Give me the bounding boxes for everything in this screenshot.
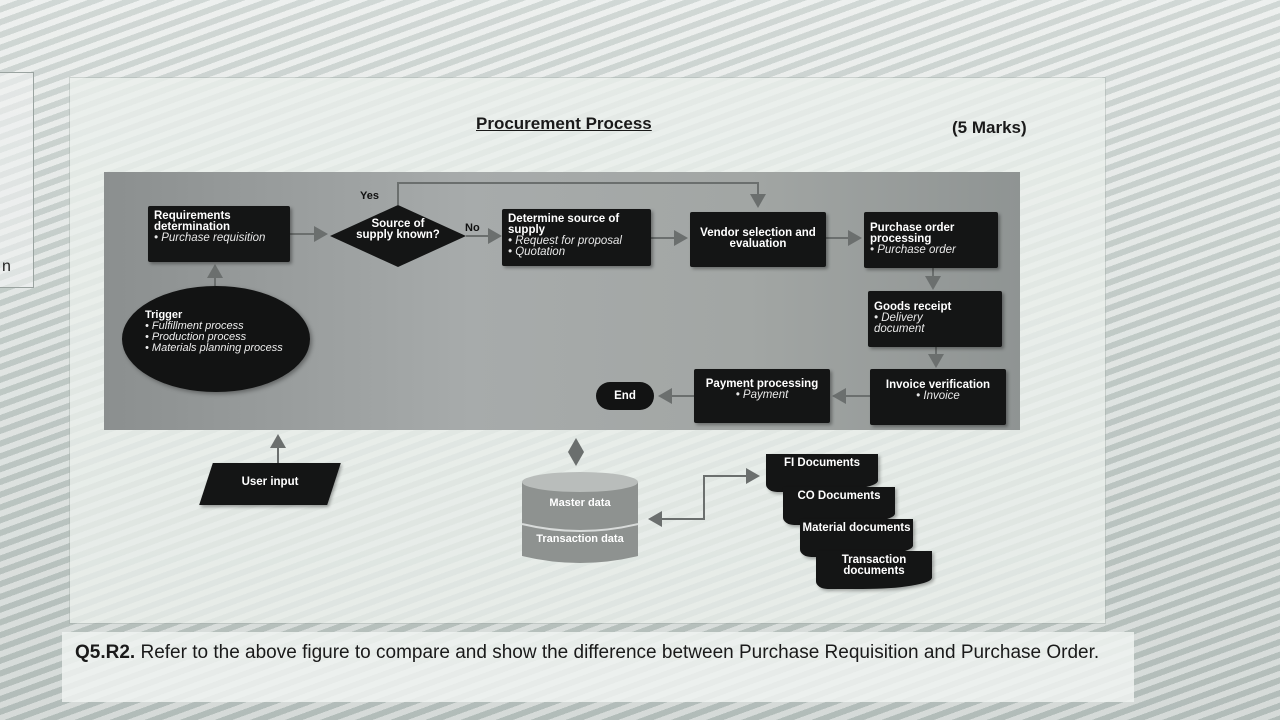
yes-label: Yes — [360, 190, 379, 202]
decision-label: Source of supply known? — [356, 218, 440, 241]
determine-source-title: Determine source of supply — [508, 213, 620, 236]
trigger-item-3: • Materials planning process — [145, 342, 283, 354]
question-label: Q5.R2. — [75, 642, 136, 663]
purchase-order-box: Purchase order processing • Purchase ord… — [864, 212, 998, 268]
invoice-bullet: • Invoice — [916, 390, 960, 402]
no-label: No — [465, 222, 480, 234]
arrow-yes-path — [397, 182, 766, 208]
trigger-item-1: • Fulfillment process — [145, 320, 244, 332]
vendor-selection-box: Vendor selection and evaluation — [690, 212, 826, 267]
question-panel — [62, 632, 1134, 702]
trigger-ellipse — [122, 286, 310, 392]
invoice-title: Invoice verification — [885, 379, 991, 391]
requirements-determination-box: Requirements determination • Purchase re… — [148, 206, 290, 262]
requirements-bullet: • Purchase requisition — [154, 232, 266, 244]
trigger-item-2: • Production process — [145, 331, 247, 343]
master-data-label: Master data — [549, 497, 611, 509]
end-terminal: End — [596, 382, 654, 410]
database-cylinder — [521, 472, 639, 563]
invoice-verification-box: Invoice verification • Invoice — [870, 369, 1006, 425]
document-title: Procurement Process — [476, 114, 652, 133]
goods-receipt-box: Goods receipt • Delivery document — [868, 291, 1002, 347]
goods-receipt-title: Goods receipt — [874, 301, 952, 313]
question-body: Refer to the above figure to compare and… — [140, 642, 1100, 663]
co-documents: CO Documents — [783, 487, 895, 525]
transaction-data-label: Transaction data — [536, 533, 624, 545]
goods-receipt-bullet: • Delivery document — [874, 312, 925, 335]
purchase-order-title: Purchase order processing — [870, 222, 955, 245]
question-text: Q5.R2. Refer to the above figure to comp… — [75, 637, 1125, 669]
vendor-selection-title: Vendor selection and evaluation — [700, 227, 816, 250]
arrow-db-to-documents — [648, 468, 760, 527]
material-documents: Material documents — [800, 519, 913, 557]
side-panel — [0, 72, 34, 288]
payment-title: Payment processing — [705, 378, 819, 390]
transaction-documents: Transaction documents — [816, 551, 932, 589]
user-input-label: User input — [241, 476, 299, 488]
side-letter: n — [2, 258, 11, 275]
marks-label: (5 Marks) — [952, 118, 1027, 137]
payment-bullet: • Payment — [735, 389, 789, 401]
requirements-title: Requirements determination — [154, 210, 231, 233]
fi-documents: FI Documents — [766, 454, 878, 492]
decision-diamond — [330, 205, 466, 267]
purchase-order-bullet: • Purchase order — [870, 244, 956, 256]
determine-source-bullet-1: • Request for proposal — [508, 235, 622, 247]
trigger-title: Trigger — [145, 309, 183, 321]
determine-source-bullet-2: • Quotation — [508, 246, 566, 258]
payment-processing-box: Payment processing • Payment — [694, 369, 830, 423]
trigger-text: Trigger • Fulfillment process • Producti… — [145, 310, 310, 354]
determine-source-box: Determine source of supply • Request for… — [502, 209, 651, 266]
